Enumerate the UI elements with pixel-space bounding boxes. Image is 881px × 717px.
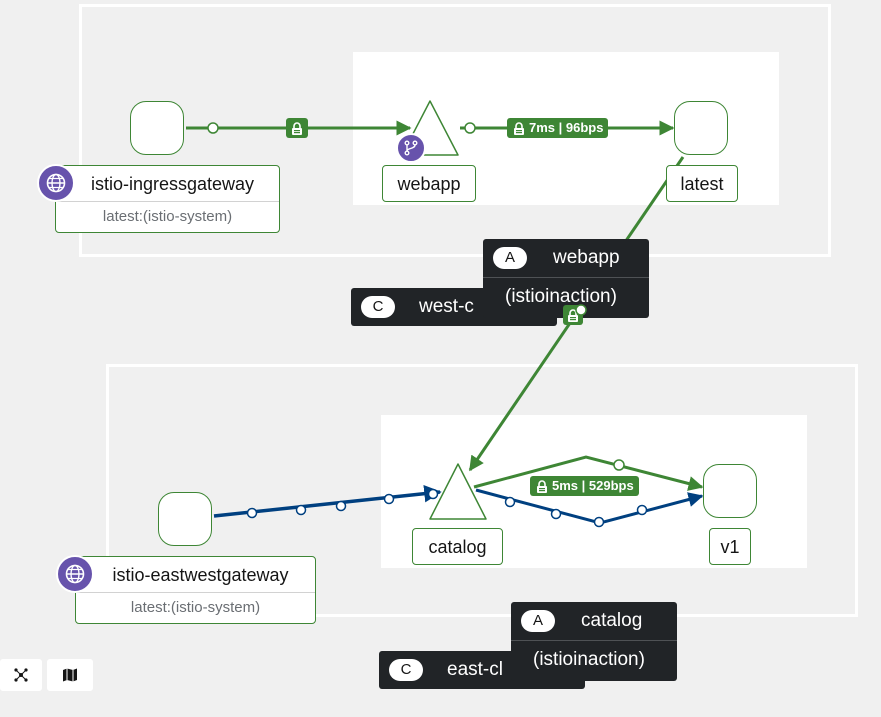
map-button[interactable] (47, 659, 93, 691)
layout-icon (14, 668, 28, 682)
edge-dot (335, 500, 347, 512)
node-name: istio-eastwestgateway (112, 565, 289, 585)
cluster-badge: C (389, 659, 423, 681)
node-subtitle: latest:(istio-system) (56, 201, 279, 232)
divider (511, 640, 677, 641)
edge-catalog-v1-http[interactable] (473, 455, 704, 491)
edge-metrics-text: 5ms | 529bps (552, 478, 634, 493)
app-name: webapp (553, 247, 620, 268)
app-tag-catalog[interactable]: A catalog (istioinaction) (511, 602, 677, 681)
label-eastwestgateway[interactable]: istio-eastwestgateway latest:(istio-syst… (75, 556, 316, 624)
edge-lock-badge-ingress[interactable] (286, 118, 308, 138)
edge-dot (636, 504, 648, 516)
map-icon (63, 668, 77, 682)
label-latest[interactable]: latest (666, 165, 738, 202)
label-v1[interactable]: v1 (709, 528, 751, 565)
node-v1[interactable] (703, 464, 757, 518)
node-subtitle: latest:(istio-system) (76, 592, 315, 623)
cluster-name: east-cl (447, 659, 503, 680)
app-namespace: (istioinaction) (505, 286, 617, 307)
edge-dot (464, 122, 476, 134)
lock-icon (514, 121, 524, 135)
edge-dot (383, 493, 395, 505)
node-latest[interactable] (674, 101, 728, 155)
node-name: istio-ingressgateway (90, 174, 255, 194)
lock-icon (292, 121, 302, 135)
edge-dot (613, 459, 625, 471)
label-ingressgateway[interactable]: istio-ingressgateway latest:(istio-syste… (55, 165, 280, 233)
edge-dot (427, 488, 439, 500)
lock-icon (537, 479, 547, 493)
app-badge: A (521, 610, 555, 632)
service-node-catalog[interactable] (429, 463, 487, 520)
edge-label-catalog-v1[interactable]: 5ms | 529bps (530, 476, 639, 496)
edge-dot (504, 496, 516, 508)
edge-dot (295, 504, 307, 516)
node-eastwestgateway[interactable] (158, 492, 212, 546)
app-name: catalog (581, 610, 643, 631)
layout-button[interactable] (0, 659, 42, 691)
label-catalog-service[interactable]: catalog (412, 528, 503, 565)
globe-icon (56, 555, 94, 593)
edge-dot (207, 122, 219, 134)
divider (483, 277, 649, 278)
edge-label-webapp-latest[interactable]: 7ms | 96bps (507, 118, 609, 138)
edge-metrics-text: 7ms | 96bps (529, 120, 604, 135)
app-namespace: (istioinaction) (533, 649, 645, 670)
node-name: latest (680, 174, 724, 194)
label-webapp-service[interactable]: webapp (382, 165, 476, 202)
node-name: catalog (428, 537, 487, 557)
globe-icon (37, 164, 75, 202)
node-name: webapp (397, 174, 461, 194)
branch-icon (396, 133, 426, 163)
edge-dot (550, 508, 562, 520)
app-badge: A (493, 247, 527, 269)
cluster-name: west-c (419, 296, 474, 317)
edge-dot (593, 516, 605, 528)
app-tag-webapp[interactable]: A webapp (istioinaction) (483, 239, 649, 318)
edge-dot (246, 507, 258, 519)
cluster-badge: C (361, 296, 395, 318)
node-name: v1 (720, 537, 740, 557)
node-ingressgateway[interactable] (130, 101, 184, 155)
edge-dot (575, 304, 587, 316)
